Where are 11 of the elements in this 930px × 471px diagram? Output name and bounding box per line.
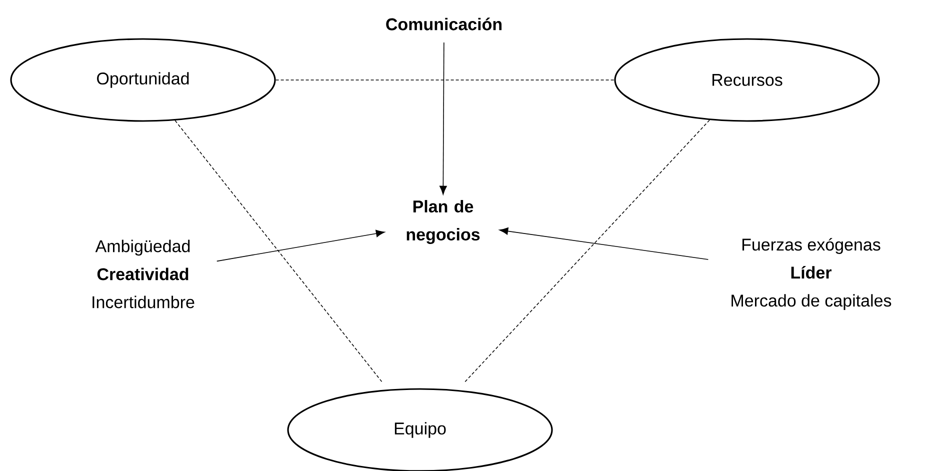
ellipse-node: Oportunidad: [10, 38, 276, 122]
factor-list: Ambigüedad Creatividad Incertidumbre: [92, 240, 194, 308]
center-text: Plan de negocios: [406, 200, 480, 244]
arrow: [440, 42, 447, 195]
arrow: [499, 227, 709, 260]
dashed-line: [174, 120, 384, 384]
factor-list: Fuerzas exógenas Líder Mercado de capitales: [732, 238, 892, 310]
arrow: [216, 230, 385, 262]
heading-text: Comunicación: [386, 18, 502, 30]
ellipse-node: Recursos: [614, 38, 880, 122]
dashed-line: [464, 120, 710, 383]
